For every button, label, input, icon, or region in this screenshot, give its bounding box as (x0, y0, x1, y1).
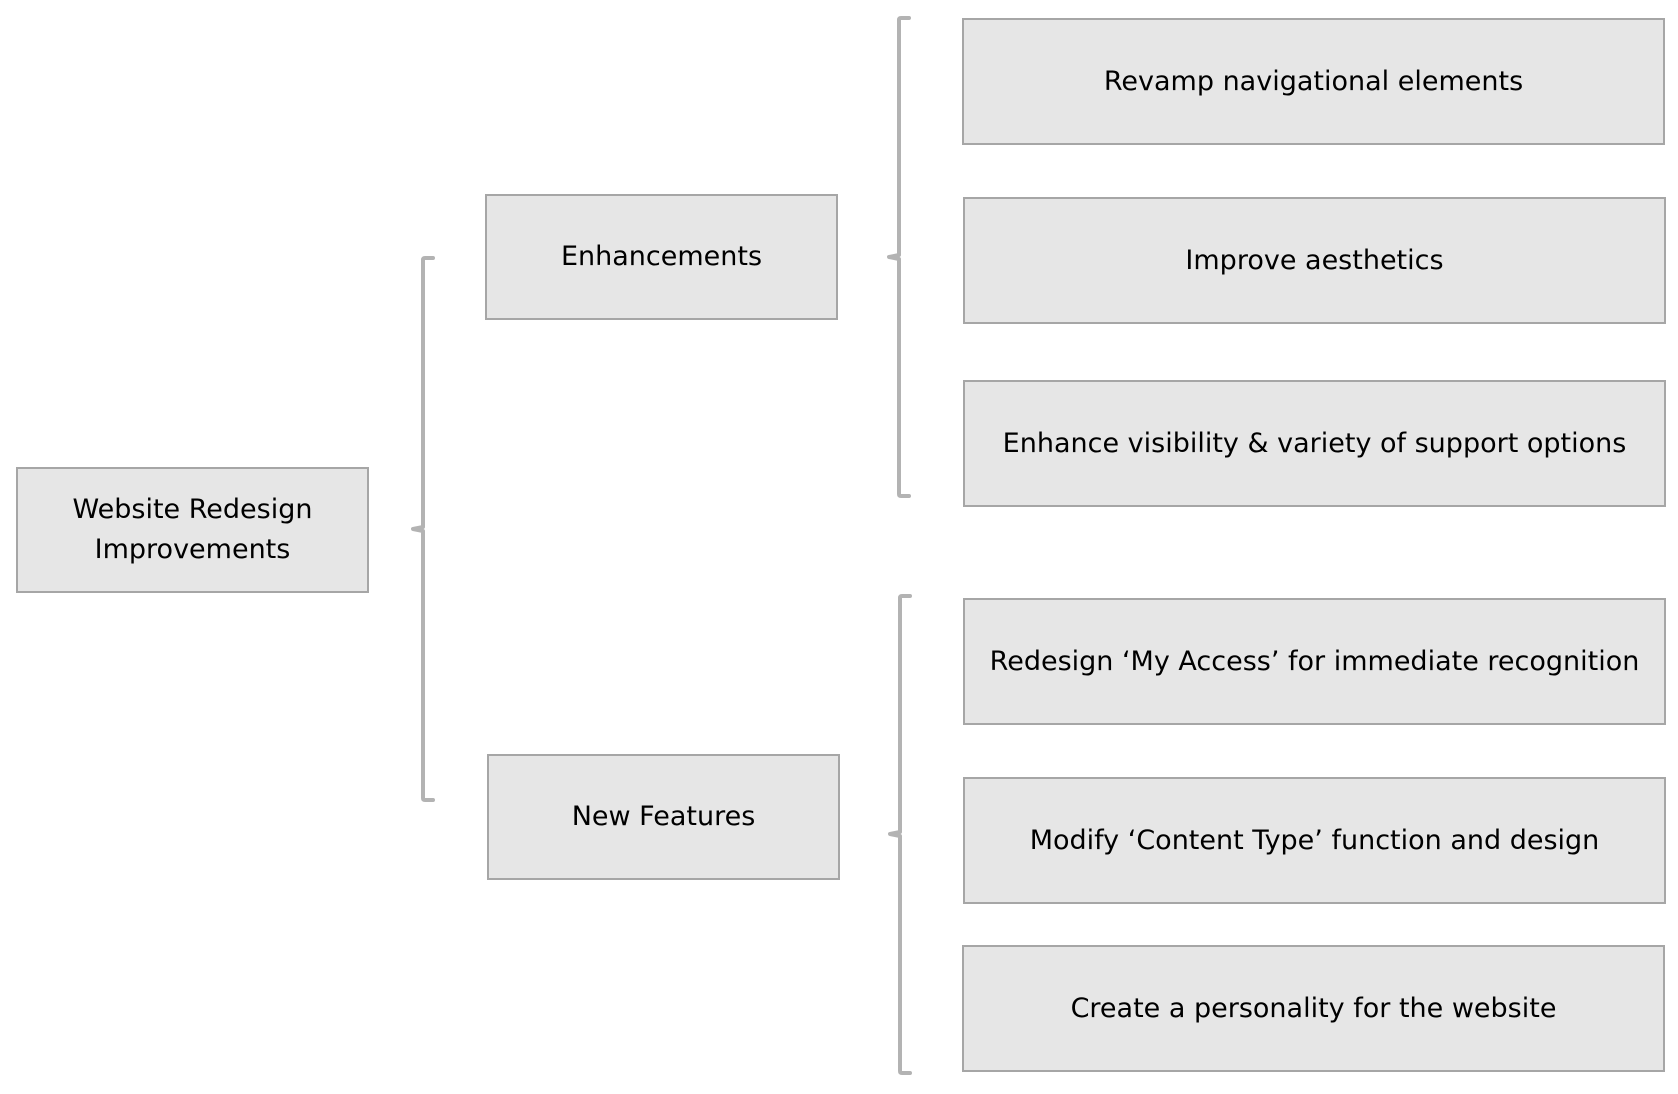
enhancements-bracket (887, 16, 911, 498)
root-bracket (411, 256, 435, 802)
leaf-label: Enhance visibility & variety of support … (1002, 427, 1627, 459)
leaf-node: Create a personality for the website (962, 945, 1665, 1072)
root-node: Website Redesign Improvements (16, 467, 369, 593)
leaf-node: Redesign ‘My Access’ for immediate recog… (963, 598, 1666, 725)
branch-node-enhancements: Enhancements (485, 194, 838, 320)
leaf-label: Improve aesthetics (1185, 244, 1444, 276)
leaf-node: Enhance visibility & variety of support … (963, 380, 1666, 507)
leaf-node: Improve aesthetics (963, 197, 1666, 324)
leaf-label: Redesign ‘My Access’ for immediate recog… (989, 645, 1640, 677)
leaf-node: Modify ‘Content Type’ function and desig… (963, 777, 1666, 904)
root-label-line-2: Improvements (94, 534, 291, 565)
leaf-label: Modify ‘Content Type’ function and desig… (1029, 824, 1600, 856)
root-label-line-1: Website Redesign (72, 494, 313, 525)
leaf-node: Revamp navigational elements (962, 18, 1665, 145)
branch-label: Enhancements (560, 241, 763, 272)
new-features-bracket (888, 594, 912, 1075)
leaf-label: Revamp navigational elements (1103, 65, 1524, 97)
branch-node-new-features: New Features (487, 754, 840, 880)
leaf-label: Create a personality for the website (1070, 992, 1557, 1024)
branch-label: New Features (571, 801, 756, 832)
